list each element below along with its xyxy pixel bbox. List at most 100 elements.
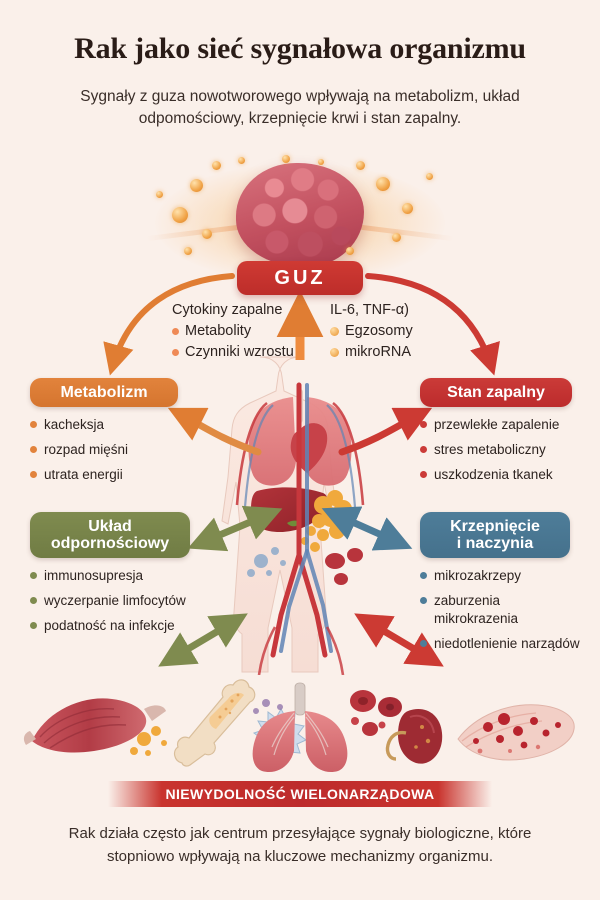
bullet-dot-icon <box>420 597 427 604</box>
list-item-label: niedotlenienie narządów <box>434 636 580 651</box>
mediator-item: Metabolity <box>172 321 294 342</box>
bullet-dot-icon <box>30 622 37 629</box>
bullet-dot-icon <box>172 328 179 335</box>
list-item: stres metaboliczny <box>420 441 588 459</box>
mediator-item: Cytokiny zapalne <box>172 300 294 321</box>
list-item-label: utrata energii <box>44 467 123 482</box>
lymphocyte-particles-icon <box>253 699 283 714</box>
mediator-label: IL-6, TNF-α) <box>330 302 410 318</box>
card-title-line-2: i naczynia <box>456 535 534 552</box>
card-uklad-odpornosciowy: Układ odpornościowy immunosupresja wycze… <box>30 512 206 642</box>
exosome-dot-icon <box>330 348 339 357</box>
list-item-label: przewlekłe zapalenie <box>434 417 560 432</box>
card-items-uklad-odpornosciowy: immunosupresja wyczerpanie limfocytów po… <box>30 567 206 635</box>
list-item: kacheksja <box>30 416 190 434</box>
signal-particle-icon <box>156 191 163 198</box>
card-title-uklad-odpornosciowy: Układ odpornościowy <box>30 512 190 558</box>
mediator-label: Metabolity <box>185 323 252 339</box>
list-item: immunosupresja <box>30 567 206 585</box>
signal-particle-icon <box>356 161 365 170</box>
exosome-dot-icon <box>330 327 339 336</box>
list-item-label: immunosupresja <box>44 568 144 583</box>
mediator-item: mikroRNA <box>330 342 413 363</box>
signal-particle-icon <box>318 159 324 165</box>
signal-particle-icon <box>238 157 245 164</box>
mediator-item: Czynniki wzrostu <box>172 342 294 363</box>
fat-particles-icon <box>130 726 167 756</box>
list-item: rozpad mięśni <box>30 441 190 459</box>
list-item-label: wyczerpanie limfocytów <box>44 593 186 608</box>
erythrocyte-icon <box>350 690 402 736</box>
signal-particle-icon <box>190 179 203 192</box>
signal-particle-icon <box>392 233 401 242</box>
mediator-label: mikroRNA <box>345 344 412 360</box>
card-title-metabolizm: Metabolizm <box>30 378 178 407</box>
mediator-list-right: IL-6, TNF-α) Egzosomy mikroRNA <box>330 300 413 363</box>
bullet-dot-icon <box>30 446 37 453</box>
card-title-line-1: Krzepnięcie <box>450 518 540 535</box>
card-items-stan-zapalny: przewlekłe zapalenie stres metaboliczny … <box>420 416 588 484</box>
mediator-label: Egzosomy <box>345 323 413 339</box>
list-item: niedotlenienie narządów <box>420 635 586 653</box>
list-item: uszkodzenia tkanek <box>420 466 588 484</box>
signal-particle-icon <box>282 155 290 163</box>
page-title: Rak jako sieć sygnałowa organizmu <box>74 32 526 65</box>
signal-particle-icon <box>184 247 192 255</box>
bullet-dot-icon <box>30 597 37 604</box>
list-item-label: zaburzenia mikrokrazenia <box>434 593 519 626</box>
card-stan-zapalny: Stan zapalny przewlekłe zapalenie stres … <box>420 378 588 491</box>
tumor-label: GUZ <box>237 261 363 295</box>
bullet-dot-icon <box>420 446 427 453</box>
footer-note: Rak działa często jak centrum przesyłają… <box>68 825 532 865</box>
list-item-label: uszkodzenia tkanek <box>434 467 553 482</box>
page-subtitle: Sygnały z guza nowotworowego wpływają na… <box>80 88 520 127</box>
list-item-label: rozpad mięśni <box>44 442 129 457</box>
card-metabolizm: Metabolizm kacheksja rozpad mięśni utrat… <box>30 378 190 491</box>
mediator-list-left: Cytokiny zapalne Metabolity Czynniki wzr… <box>172 300 294 363</box>
card-krzepniecie: Krzepnięcie i naczynia mikrozakrzepy zab… <box>420 512 586 660</box>
mediator-lists: Cytokiny zapalne Metabolity Czynniki wzr… <box>0 300 600 362</box>
organ-row-illustration <box>23 679 575 773</box>
card-title-line-2: odpornościowy <box>50 535 170 552</box>
signal-particle-icon <box>202 229 212 239</box>
human-torso-illustration <box>221 356 365 675</box>
card-title-line-1: Układ <box>88 518 132 535</box>
bullet-dot-icon <box>420 572 427 579</box>
card-title-krzepniecie: Krzepnięcie i naczynia <box>420 512 570 558</box>
card-title-stan-zapalny: Stan zapalny <box>420 378 572 407</box>
bullet-dot-icon <box>30 572 37 579</box>
outcome-banner: NIEWYDOLNOŚĆ WIELONARZĄDOWA <box>108 781 492 807</box>
kidney-icon <box>385 709 443 764</box>
card-items-krzepniecie: mikrozakrzepy zaburzenia mikrokrazenia n… <box>420 567 586 653</box>
bullet-dot-icon <box>30 471 37 478</box>
bullet-dot-icon <box>420 471 427 478</box>
card-items-metabolizm: kacheksja rozpad mięśni utrata energii <box>30 416 190 484</box>
signal-particle-icon <box>346 247 354 255</box>
bone-icon <box>173 679 256 767</box>
signal-particle-icon <box>212 161 221 170</box>
mediator-label: Czynniki wzrostu <box>185 344 294 360</box>
bullet-dot-icon <box>420 640 427 647</box>
muscle-icon <box>23 698 166 753</box>
damaged-tissue-icon <box>457 704 575 761</box>
list-item-label: podatność na infekcje <box>44 618 175 633</box>
tumor-mass-icon <box>236 163 364 267</box>
list-item: wyczerpanie limfocytów <box>30 592 206 610</box>
signal-particle-icon <box>426 173 433 180</box>
list-item: przewlekłe zapalenie <box>420 416 588 434</box>
signal-particle-icon <box>376 177 390 191</box>
mediator-item: Egzosomy <box>330 321 413 342</box>
lungs-icon <box>252 682 348 773</box>
bullet-dot-icon <box>420 421 427 428</box>
list-item-label: mikrozakrzepy <box>434 568 522 583</box>
signal-particle-icon <box>172 207 188 223</box>
signal-particle-icon <box>402 203 413 214</box>
mediator-item: IL-6, TNF-α) <box>330 300 413 321</box>
list-item: mikrozakrzepy <box>420 567 586 585</box>
mediator-label: Cytokiny zapalne <box>172 302 283 318</box>
list-item: podatność na infekcje <box>30 617 206 635</box>
list-item: utrata energii <box>30 466 190 484</box>
list-item-label: stres metaboliczny <box>434 442 546 457</box>
list-item: zaburzenia mikrokrazenia <box>420 592 586 628</box>
